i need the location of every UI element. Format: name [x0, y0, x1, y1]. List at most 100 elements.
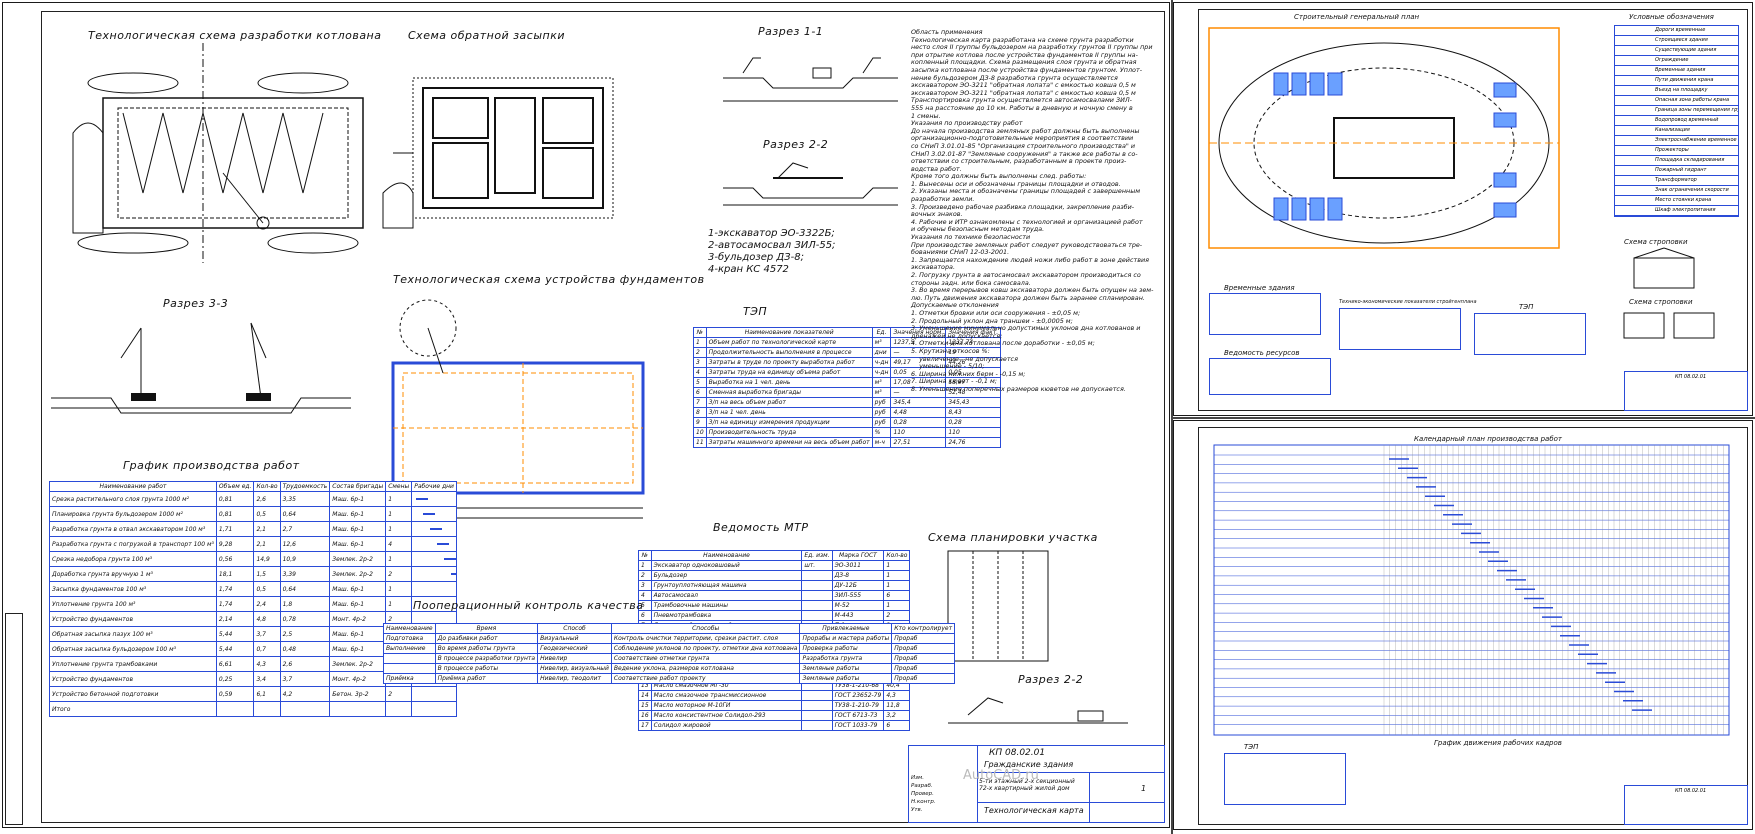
quality-row-cell: Ведение уклона, размеров котлована — [610, 663, 801, 674]
stamp-divider — [977, 772, 1164, 773]
quality-row-cell: Геодезический — [537, 643, 612, 654]
schedule-row-cell: 1,8 — [279, 596, 331, 612]
quality-row-cell: Выполнение — [383, 643, 436, 654]
small-table-temp-buildings — [1209, 293, 1321, 335]
title-backfill-scheme: Схема обратной засыпки — [408, 29, 566, 42]
schedule-row-cell: Маш. 6р-1 — [329, 596, 387, 612]
schedule-bar — [437, 543, 450, 545]
mtr-row-cell: Солидол жировой — [650, 720, 803, 731]
mtr-row-cell: ЭО-3011 — [831, 560, 885, 571]
schedule-gantt-cell — [411, 701, 457, 717]
schedule-gantt-cell — [411, 686, 457, 702]
mtr-row-cell — [801, 610, 833, 621]
mtr-row-cell: 1 — [883, 570, 911, 581]
stamp-divider — [977, 746, 978, 822]
stamp-code: КП 08.02.01 — [1675, 788, 1707, 794]
legend-item: Ограждение — [1615, 56, 1738, 66]
quality-row-cell: Визуальный — [537, 633, 612, 644]
sheet-calendar-plan: Календарный план производства работ Граф… — [1173, 420, 1753, 830]
quality-row-cell: Нивелир, теодолит — [537, 673, 612, 684]
tep-row-cell: Выработка на 1 чел. день — [705, 377, 873, 388]
mtr-row-cell: 1 — [638, 560, 652, 571]
tep-row-cell: 4 — [693, 367, 707, 378]
mtr-row-cell: ДУ-12Б — [831, 580, 885, 591]
schedule-row-cell: 1 — [385, 551, 413, 567]
machine-item: 3-бульдозер ДЗ-8; — [708, 252, 804, 263]
schedule-row-cell: Засыпка фундаментов 100 м³ — [49, 581, 217, 597]
mtr-row-cell: шт. — [801, 560, 833, 571]
drawing-section-2-2 — [723, 162, 898, 206]
schedule-gantt-cell — [411, 521, 457, 537]
quality-row-cell: Соответствие отметки грунта — [610, 653, 801, 664]
inner-frame — [1198, 427, 1748, 825]
quality-row-cell: Прораб — [891, 653, 956, 664]
stamp-role: Разраб. — [911, 783, 933, 789]
schedule-row-cell: 2,14 — [215, 611, 255, 627]
tep-row-cell: дни — [871, 347, 892, 358]
schedule-row-cell: 9,28 — [215, 536, 255, 552]
schedule-gantt-cell — [411, 581, 457, 597]
drawing-section-1-1 — [723, 57, 898, 102]
machine-item: 4-кран КС 4572 — [708, 264, 789, 275]
tep-row-cell: 1 — [693, 337, 707, 348]
mtr-row-cell — [801, 590, 833, 601]
tep-row-cell: Производительность труда — [705, 427, 873, 438]
sheet-technological-map: Технологическая схема разработки котлова… — [2, 2, 1170, 828]
schedule-gantt-cell — [411, 551, 457, 567]
watermark: AutoCAD.ru — [963, 768, 1039, 783]
schedule-row-cell: Доработка грунта вручную 1 м³ — [49, 566, 217, 582]
schedule-row-cell: Землек. 2р-2 — [329, 656, 387, 672]
quality-header: Время — [434, 623, 539, 634]
mtr-row-cell — [801, 690, 833, 701]
schedule-bar — [451, 573, 456, 575]
calendar-stamp: КП 08.02.01 — [1624, 785, 1748, 825]
schedule-row-cell: 3,35 — [279, 491, 331, 507]
title-block: КП 08.02.01 Гражданские здания 5-ти этаж… — [908, 745, 1165, 823]
schedule-row-cell: Разработка грунта в отвал экскаватором 1… — [49, 521, 217, 537]
schedule-row-cell: Землек. 2р-2 — [329, 566, 387, 582]
drawing-section-2-2-b — [948, 697, 1128, 724]
schedule-row-cell: Итого — [49, 701, 217, 717]
quality-row-cell: Приёмка — [383, 673, 436, 684]
schedule-row-cell: 1 — [385, 596, 413, 612]
title-section-2-2-b: Разрез 2-2 — [1018, 673, 1084, 686]
quality-row-cell: Прораб — [891, 673, 956, 684]
tep-row-cell: 2 — [693, 347, 707, 358]
schedule-row-cell: 1 — [385, 521, 413, 537]
mtr-row-cell: 16 — [638, 710, 652, 721]
small-table-title: Временные здания — [1224, 284, 1295, 292]
calendar-grid — [1213, 444, 1730, 736]
schedule-bar — [430, 528, 443, 530]
schedule-header: Состав бригады — [329, 481, 387, 492]
schedule-row-cell: 2,5 — [279, 626, 331, 642]
schedule-row-cell: 2,1 — [253, 536, 281, 552]
mtr-row-cell: 1 — [883, 600, 911, 611]
quality-row-cell: Разработка грунта — [799, 653, 893, 664]
mtr-row-cell: ГОСТ 1033-79 — [831, 720, 885, 731]
mtr-row-cell: ТУ38-1-210-79 — [831, 700, 885, 711]
quality-row-cell: Подготовка — [383, 633, 436, 644]
small-table-resources — [1209, 358, 1331, 395]
title-slinging-2: Схема строповки — [1629, 298, 1693, 306]
schedule-row-cell: 6,61 — [215, 656, 255, 672]
schedule-row-cell: 3,7 — [253, 626, 281, 642]
schedule-row-cell: Устройство бетонной подготовки — [49, 686, 217, 702]
schedule-header: Смены — [385, 481, 413, 492]
tep-row-cell: м³ — [871, 337, 892, 348]
schedule-row-cell — [279, 701, 331, 717]
tep-header: Ед. — [871, 327, 892, 338]
sheet-site-plan: Строительный генеральный план Условные о… — [1173, 2, 1753, 416]
legend-item: Существующие здания — [1615, 46, 1738, 56]
drawing-site-plan — [1208, 27, 1560, 249]
mtr-row-cell: 6 — [638, 610, 652, 621]
legend-item: Опасная зона работы крана — [1615, 96, 1738, 106]
title-site-plan: Строительный генеральный план — [1294, 13, 1420, 21]
schedule-row-cell: Маш. 6р-1 — [329, 491, 387, 507]
tep-row-cell: руб — [871, 417, 892, 428]
